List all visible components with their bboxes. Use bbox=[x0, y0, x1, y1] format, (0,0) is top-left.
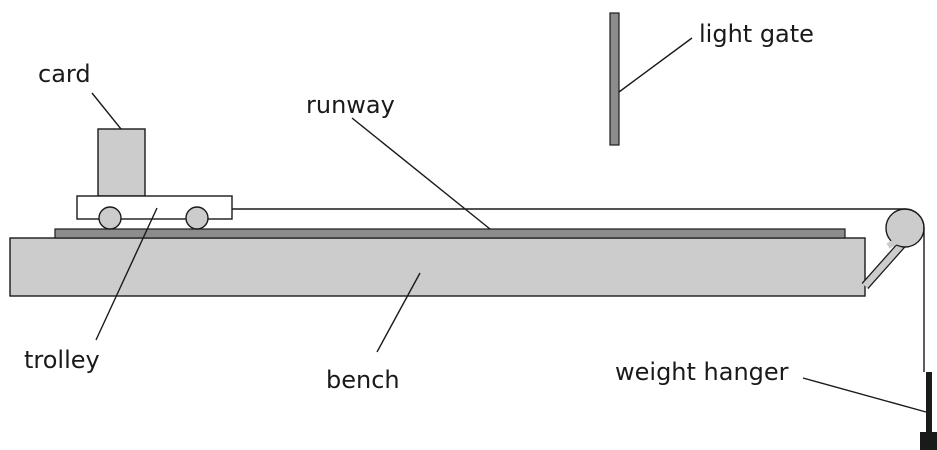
leader-card bbox=[91, 92, 122, 130]
label-bench: bench bbox=[326, 366, 400, 394]
string bbox=[232, 208, 925, 372]
trolley-wheel-left bbox=[98, 206, 122, 230]
leader-bench bbox=[376, 272, 421, 353]
weight-hanger bbox=[926, 372, 932, 434]
runway bbox=[54, 228, 846, 239]
label-light-gate: light gate bbox=[699, 20, 814, 48]
card bbox=[97, 128, 146, 197]
leader-weight-hanger bbox=[802, 377, 927, 413]
label-card: card bbox=[38, 60, 91, 88]
leader-runway bbox=[351, 117, 491, 230]
light-gate bbox=[609, 12, 620, 146]
label-runway: runway bbox=[306, 91, 395, 119]
bench bbox=[9, 237, 866, 297]
label-trolley: trolley bbox=[24, 346, 100, 374]
trolley-wheel-right bbox=[185, 206, 209, 230]
label-weight-hanger: weight hanger bbox=[615, 358, 789, 386]
leader-light-gate bbox=[618, 37, 693, 93]
leader-trolley bbox=[95, 207, 158, 341]
